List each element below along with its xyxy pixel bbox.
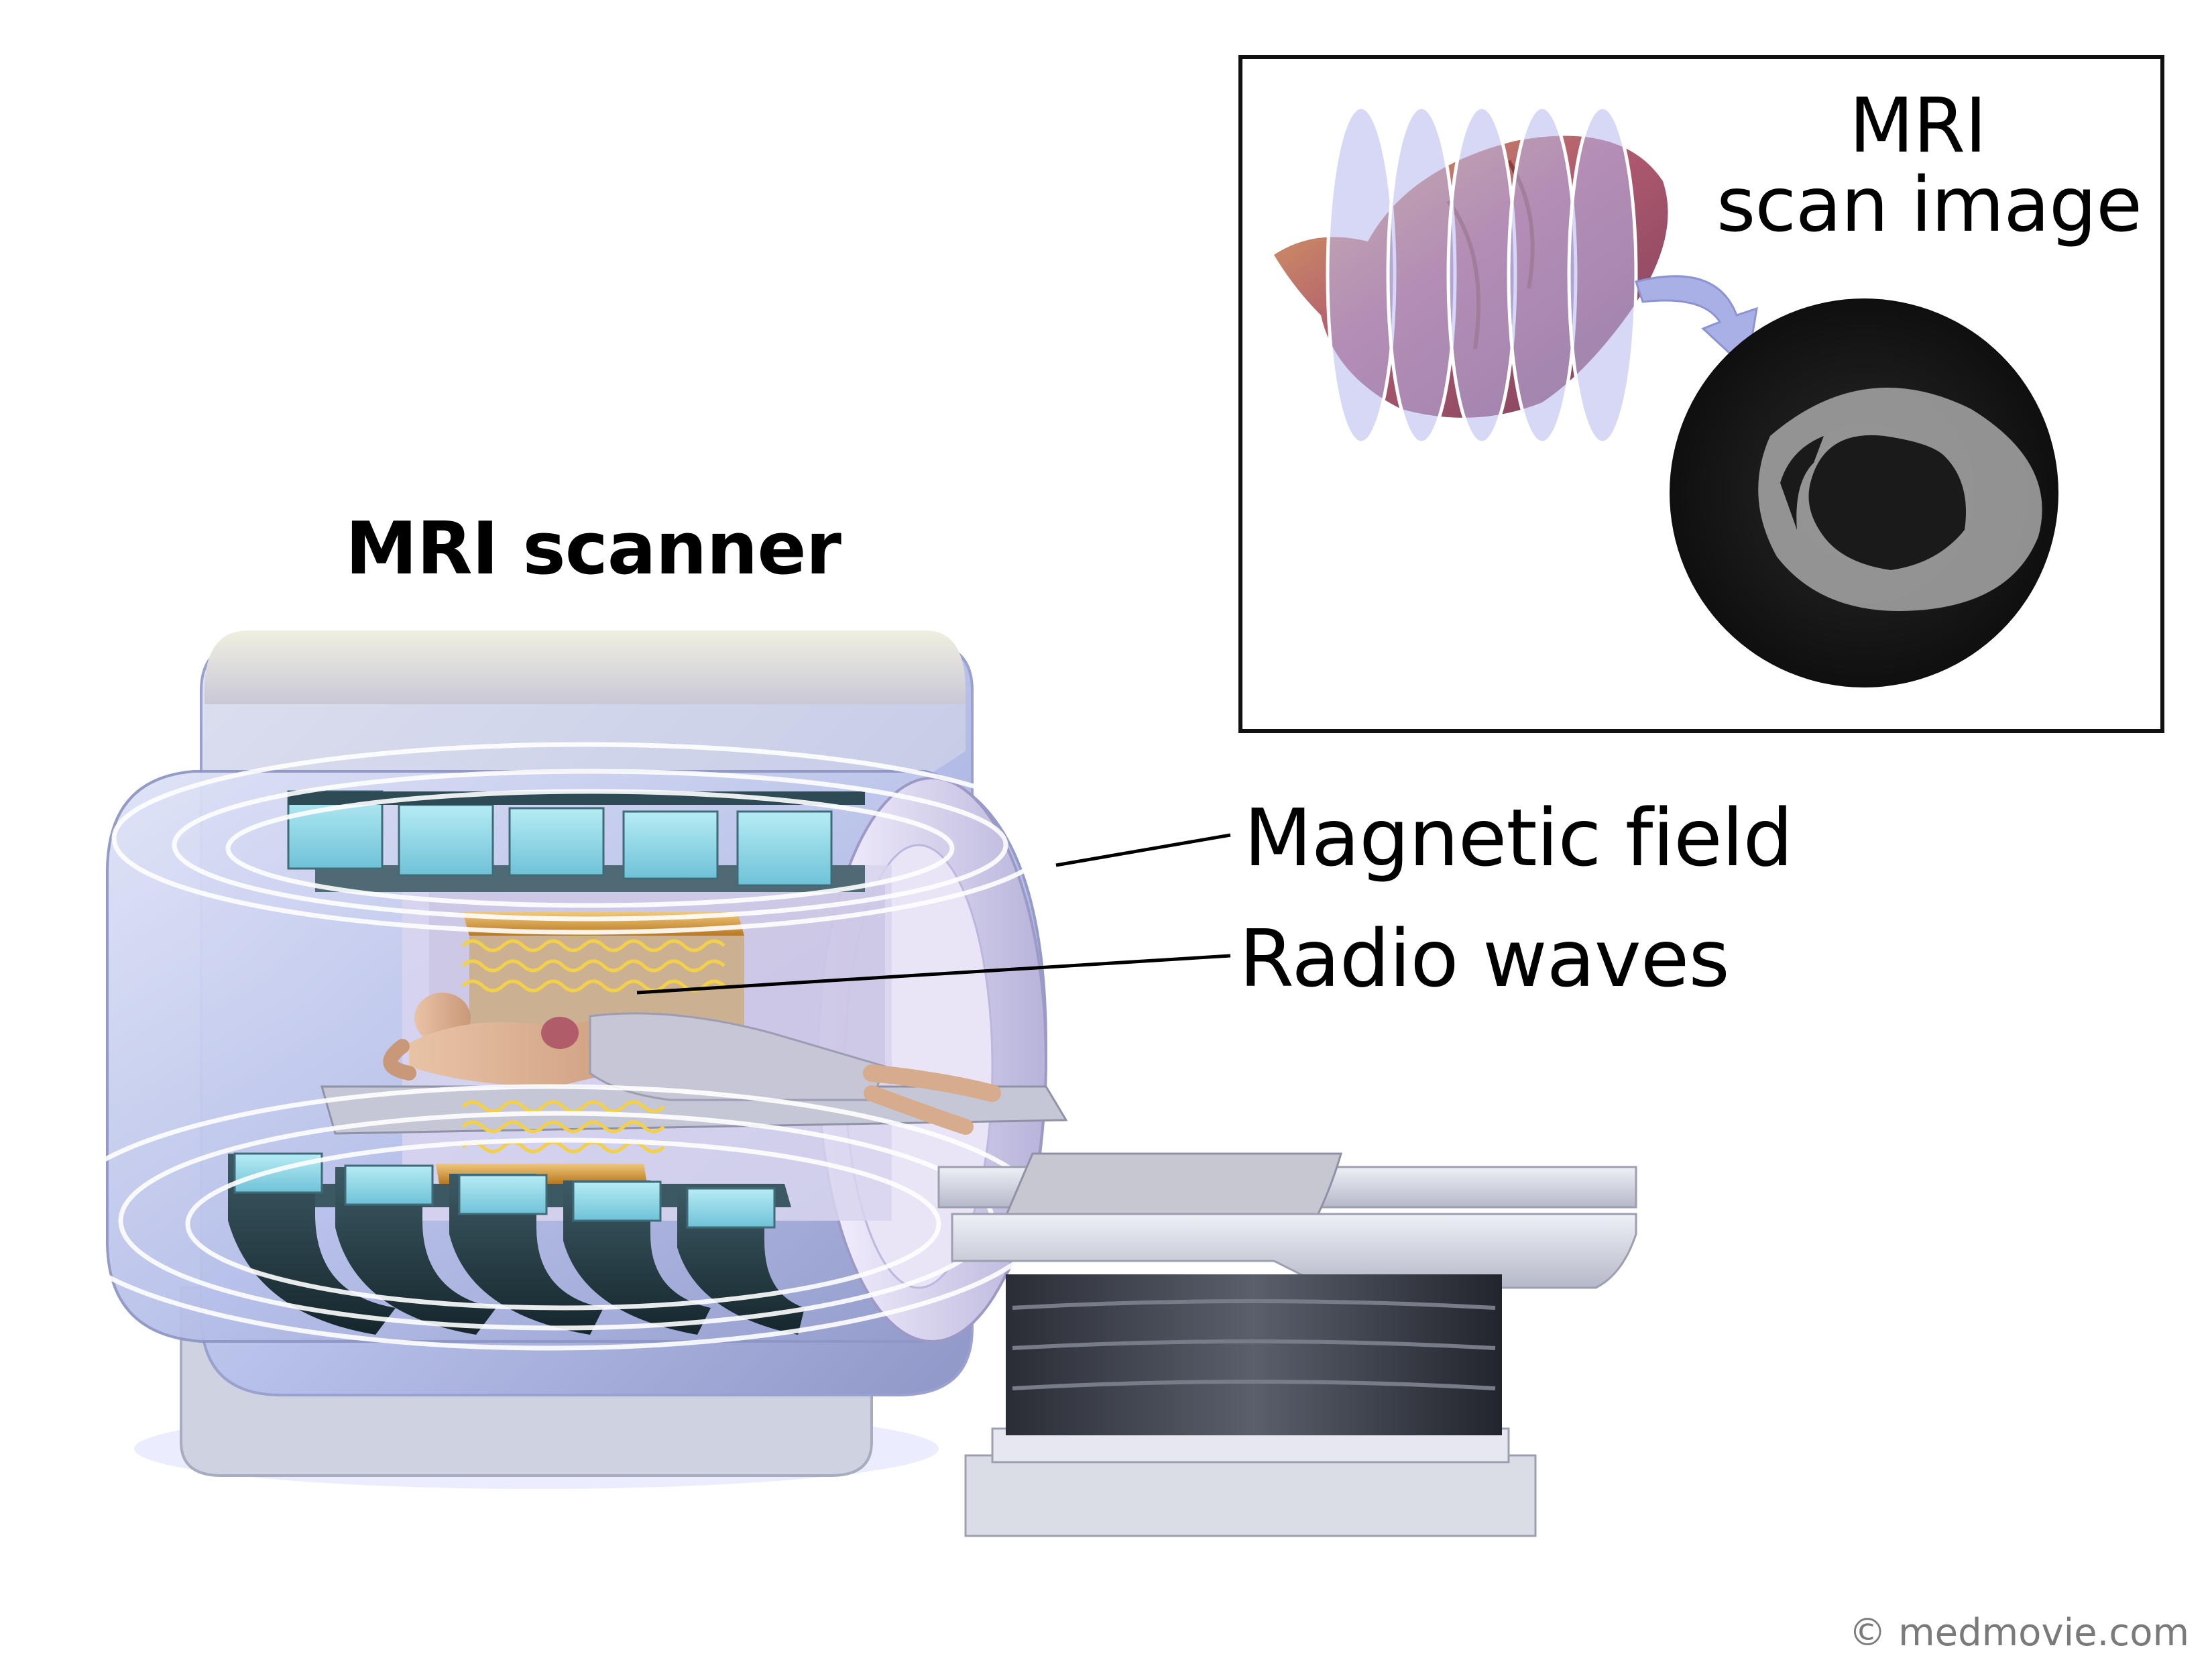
patient <box>383 993 1001 1135</box>
radio-waves-leader <box>636 954 1231 995</box>
scan-image <box>1670 298 2058 687</box>
magnetic-field-leader <box>1055 833 1231 867</box>
scanner-title: MRI scanner <box>345 507 841 591</box>
slice-planes <box>1326 105 1638 445</box>
credit-text: © medmovie.com <box>1849 1611 2189 1655</box>
heart-slices-illustration <box>1274 105 1668 445</box>
mri-scan-inset <box>1238 55 2164 733</box>
magnetic-field-rings <box>51 742 1055 1351</box>
inset-title-line2: scan image <box>1716 161 2142 249</box>
bottom-coils <box>228 1152 805 1335</box>
table-pedestal <box>964 1274 1537 1537</box>
mri-scanner-illustration <box>51 630 1637 1537</box>
radio-waves-label: Radio waves <box>1239 912 1730 1005</box>
inset-title-line1: MRI <box>1849 82 1987 170</box>
inset-title: MRI scan image <box>1716 82 2142 249</box>
radio-waves-top <box>461 939 725 993</box>
magnetic-field-label: Magnetic field <box>1244 791 1793 884</box>
